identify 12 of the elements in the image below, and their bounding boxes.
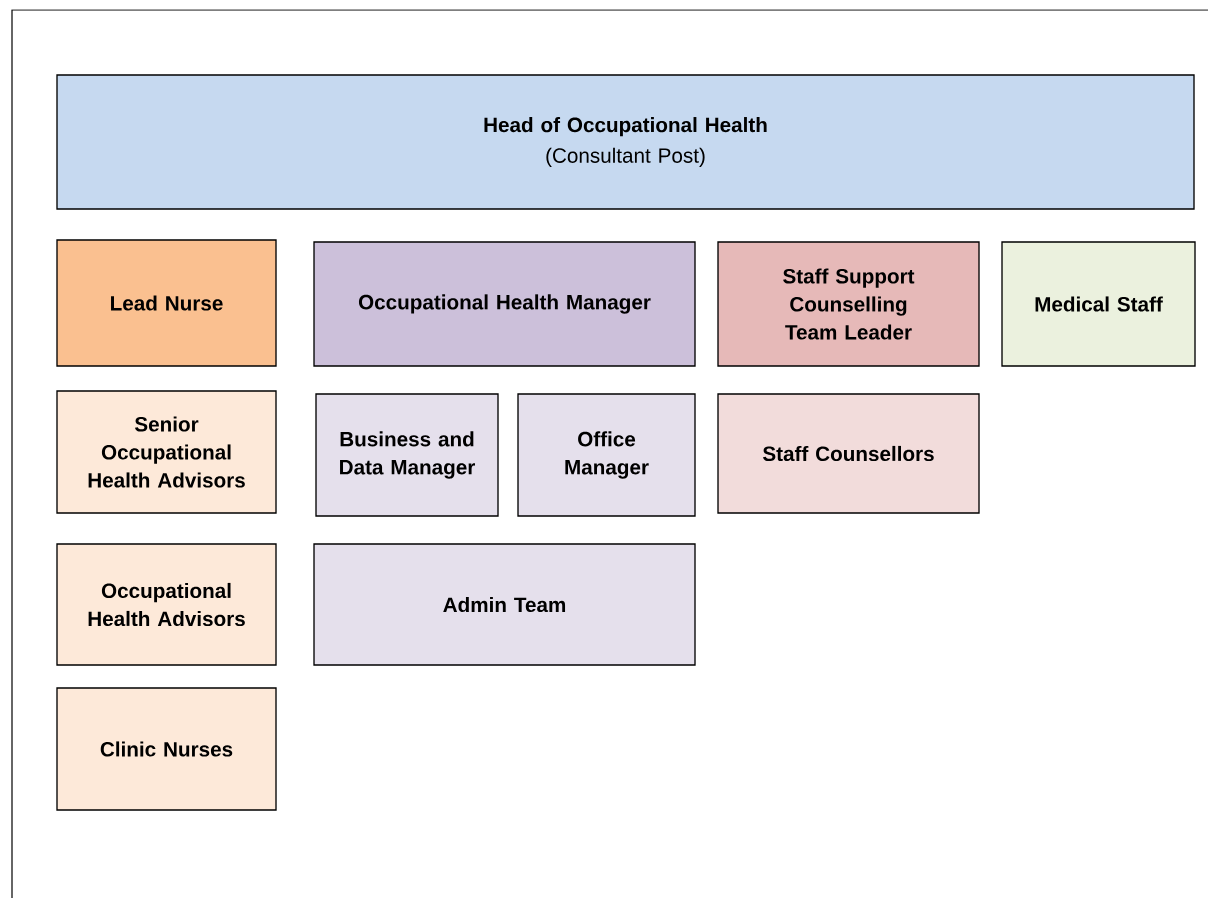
org-box: Clinic Nurses xyxy=(56,687,277,811)
org-box: Admin Team xyxy=(313,543,696,666)
org-box: Head of Occupational Health (Consultant Post) xyxy=(56,74,1195,210)
org-box: Lead Nurse xyxy=(56,239,277,367)
org-box: Office Manager xyxy=(517,393,696,517)
org-box: Occupational Health Advisors xyxy=(56,543,277,666)
org-box: Staff Support Counselling Team Leader xyxy=(717,241,980,367)
org-box: Medical Staff xyxy=(1001,241,1196,367)
org-box: Occupational Health Manager xyxy=(313,241,696,367)
org-box: Staff Counsellors xyxy=(717,393,980,514)
org-box: Senior Occupational Health Advisors xyxy=(56,390,277,514)
org-box: Business and Data Manager xyxy=(315,393,499,517)
